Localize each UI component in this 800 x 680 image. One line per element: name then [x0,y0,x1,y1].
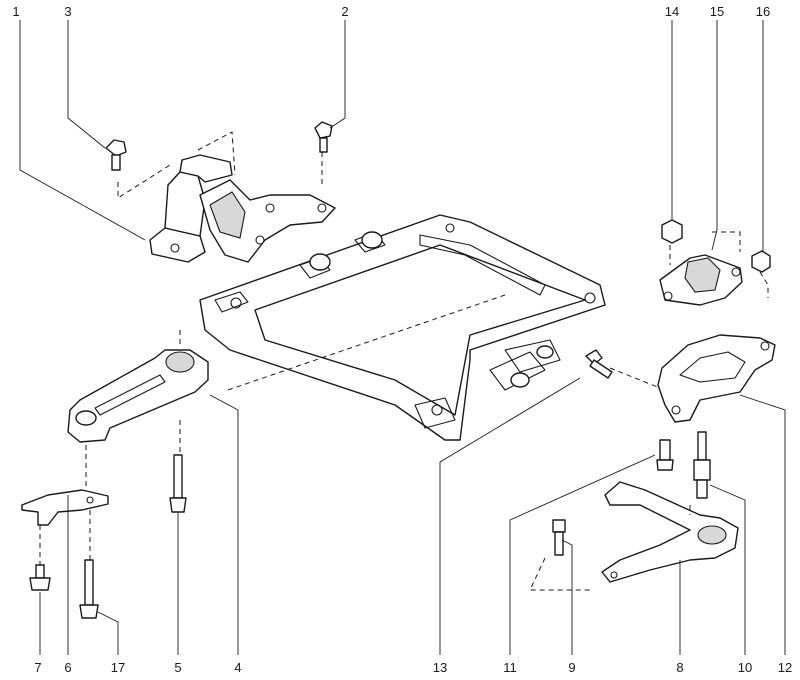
callout-13: 13 [433,660,447,675]
callout-6: 6 [64,660,71,675]
bolt-13 [585,349,613,379]
stud-10 [693,431,711,499]
bolt-2 [314,121,333,153]
bracket-12 [657,334,776,423]
subframe [199,214,606,441]
bolt-3 [105,139,127,171]
callout-3: 3 [64,4,71,19]
callout-12: 12 [778,660,792,675]
callout-10: 10 [738,660,752,675]
callout-7: 7 [34,660,41,675]
bolt-11 [656,439,674,471]
left-engine-mount [117,131,336,263]
bolt-9 [529,519,590,591]
leader-lines [19,20,786,655]
callout-5: 5 [174,660,181,675]
bolt-5 [169,454,187,513]
callout-labels: 1 3 2 14 15 16 7 6 17 5 4 13 11 9 8 10 1… [12,4,792,675]
callout-15: 15 [710,4,724,19]
callout-8: 8 [676,660,683,675]
callout-17: 17 [111,660,125,675]
assembly-line-upper [227,294,506,391]
torque-rod [67,330,209,488]
callout-1: 1 [12,4,19,19]
bracket-6 [21,489,109,565]
assembly-line-13 [609,367,661,389]
nut-16 [751,250,771,273]
callout-4: 4 [234,660,241,675]
callout-16: 16 [756,4,770,19]
right-engine-mount [659,231,769,306]
callout-2: 2 [341,4,348,19]
callout-9: 9 [568,660,575,675]
support-arm-8 [601,481,739,583]
nut-14 [661,219,683,244]
callout-11: 11 [503,660,517,675]
callout-14: 14 [665,4,679,19]
bolt-17 [79,559,99,619]
bolt-7 [29,564,51,591]
